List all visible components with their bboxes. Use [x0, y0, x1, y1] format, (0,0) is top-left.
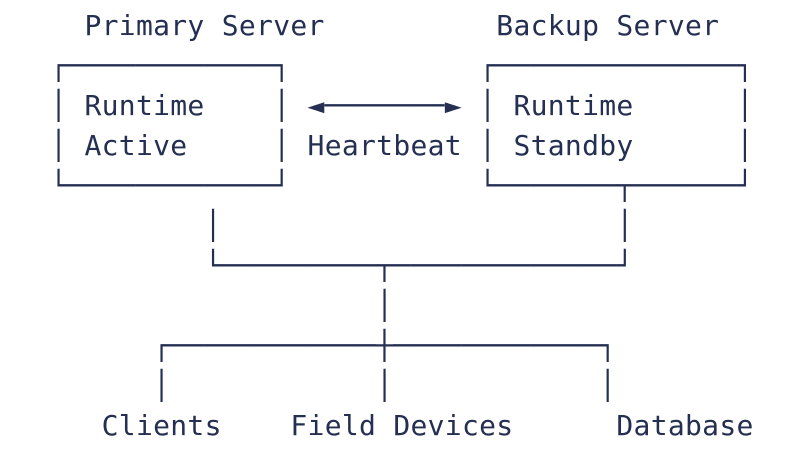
spacer	[33, 289, 376, 322]
diagram-row: │ │	[33, 206, 788, 246]
primary-drop-line: │	[204, 209, 222, 242]
primary-runtime-label: Runtime	[84, 89, 205, 122]
trunk-line: │	[376, 289, 394, 322]
field-devices-label: Field Devices	[290, 409, 514, 442]
spacer	[33, 9, 84, 42]
clients-label: Clients	[101, 409, 222, 442]
diagram-row: Clients Field Devices Database	[33, 406, 788, 446]
primary-box-top-border: ┌────────────┐	[33, 49, 291, 82]
spacer	[290, 169, 479, 202]
diagram-row: ┌────────────┼────────────┐	[33, 326, 788, 366]
branch-line: ┌────────────┼────────────┐	[153, 329, 617, 362]
diagram-row: ┌────────────┐ ┌──────────────┐	[33, 46, 788, 86]
backup-runtime-label: Runtime	[513, 89, 634, 122]
database-drop-line: │	[599, 369, 617, 402]
diagram-row: Primary Server Backup Server	[33, 6, 788, 46]
backup-server-title: Backup Server	[496, 9, 720, 42]
spacer	[222, 209, 617, 242]
spacer	[33, 409, 102, 442]
backup-status-label: Standby	[513, 129, 634, 162]
diagram-row: └─────────┬─────────────┘	[33, 246, 788, 286]
database-label: Database	[616, 409, 754, 442]
field-devices-drop-line: │	[376, 369, 394, 402]
backup-box-edge: │	[633, 129, 754, 162]
primary-box-edge: │	[187, 129, 308, 162]
primary-server-title: Primary Server	[84, 9, 325, 42]
spacer	[290, 49, 479, 82]
heartbeat-arrow: ◄───────►	[307, 89, 462, 122]
backup-box-bottom-border: └───────┬──────┘	[479, 169, 754, 202]
backup-box-edge: │	[633, 89, 754, 122]
clients-drop-line: │	[153, 369, 171, 402]
diagram-row: │ Runtime │ ◄───────► │ Runtime │	[33, 86, 788, 126]
backup-drop-line: │	[616, 209, 634, 242]
diagram-row: │ Active │ Heartbeat │ Standby │	[33, 126, 788, 166]
diagram-row: │ │ │	[33, 366, 788, 406]
primary-box-edge: │	[204, 89, 308, 122]
spacer	[325, 9, 497, 42]
spacer	[33, 209, 205, 242]
primary-box-edge: │	[33, 89, 85, 122]
backup-box-top-border: ┌──────────────┐	[479, 49, 754, 82]
heartbeat-label: Heartbeat	[307, 129, 462, 162]
spacer	[393, 369, 599, 402]
spacer	[222, 409, 291, 442]
spacer	[33, 249, 205, 282]
primary-box-bottom-border: └────────────┘	[33, 169, 291, 202]
diagram-row: │	[33, 286, 788, 326]
spacer	[170, 369, 376, 402]
backup-box-edge: │	[461, 89, 514, 122]
diagram-row: └────────────┘ └───────┬──────┘	[33, 166, 788, 206]
primary-status-label: Active	[84, 129, 188, 162]
spacer	[33, 369, 153, 402]
primary-box-edge: │	[33, 129, 85, 162]
spacer	[513, 409, 616, 442]
spacer	[33, 329, 153, 362]
merge-line: └─────────┬─────────────┘	[204, 249, 634, 282]
backup-box-edge: │	[461, 129, 514, 162]
